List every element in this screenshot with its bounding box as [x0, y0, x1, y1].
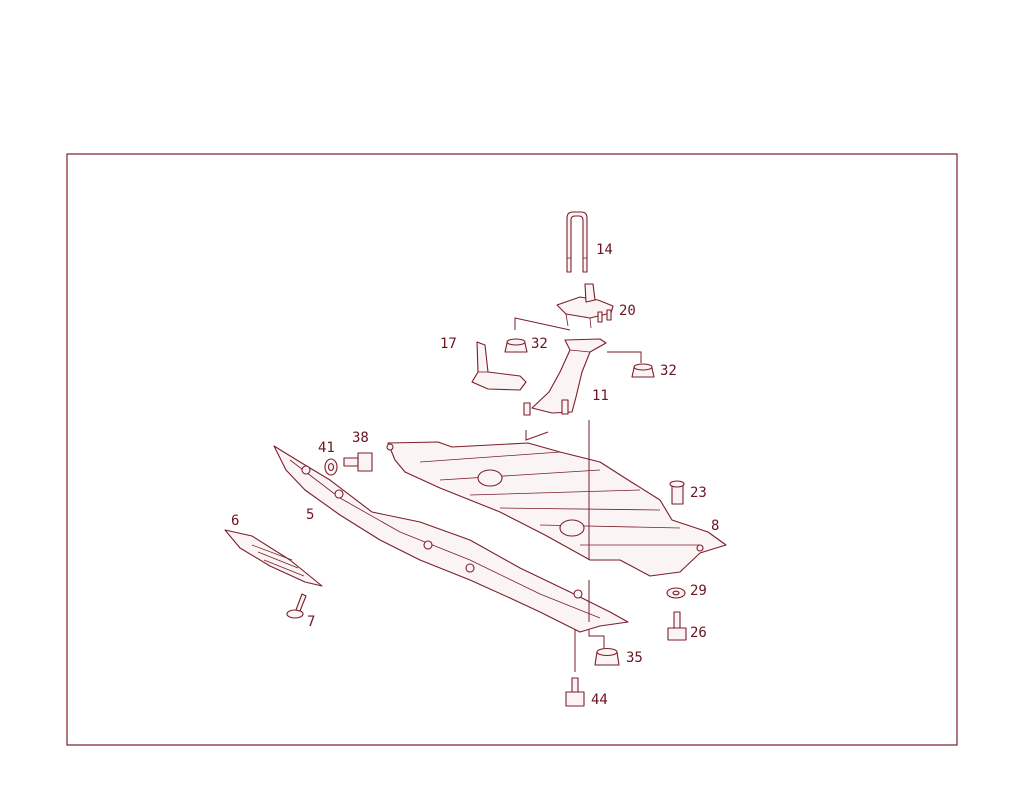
callout-23: 23: [690, 485, 707, 501]
part-38-bolt: [343, 452, 373, 472]
part-20-plate: [556, 283, 614, 329]
callout-11: 11: [592, 388, 609, 404]
callout-35: 35: [626, 650, 643, 666]
leader-lines: [514, 317, 642, 672]
callout-17: 17: [440, 336, 457, 352]
part-44-bolt: [565, 677, 585, 707]
part-7-screw: [286, 593, 307, 619]
callout-6: 6: [231, 513, 239, 529]
callout-7: 7: [307, 614, 315, 630]
part-8-underbody-panel: [386, 441, 727, 577]
callout-38: 38: [352, 430, 369, 446]
part-5-trim-strip: [273, 445, 629, 633]
part-14-bracket: [566, 211, 588, 273]
callout-8: 8: [711, 518, 719, 534]
part-26-bolt: [667, 611, 687, 641]
callout-44: 44: [591, 692, 608, 708]
callout-14: 14: [596, 242, 613, 258]
diagram-frame: [66, 153, 958, 746]
part-6-grille: [224, 529, 323, 587]
callout-29: 29: [690, 583, 707, 599]
callout-32-left: 32: [531, 336, 548, 352]
part-35-nut: [594, 647, 620, 666]
callout-20: 20: [619, 303, 636, 319]
part-41-washer: [324, 458, 338, 476]
part-32-nut-right: [631, 363, 655, 378]
part-17-bracket: [471, 341, 527, 391]
callout-labels: 14 20 17 32 32 11 41 38 23 6 5 8 29 7 26…: [231, 242, 719, 708]
part-29-nut: [666, 587, 686, 599]
callout-5: 5: [306, 507, 314, 523]
callout-26: 26: [690, 625, 707, 641]
part-32-nut-left: [504, 338, 528, 353]
callout-41: 41: [318, 440, 335, 456]
part-11-support: [523, 338, 607, 416]
part-23-rivet: [669, 480, 685, 505]
callout-32-right: 32: [660, 363, 677, 379]
